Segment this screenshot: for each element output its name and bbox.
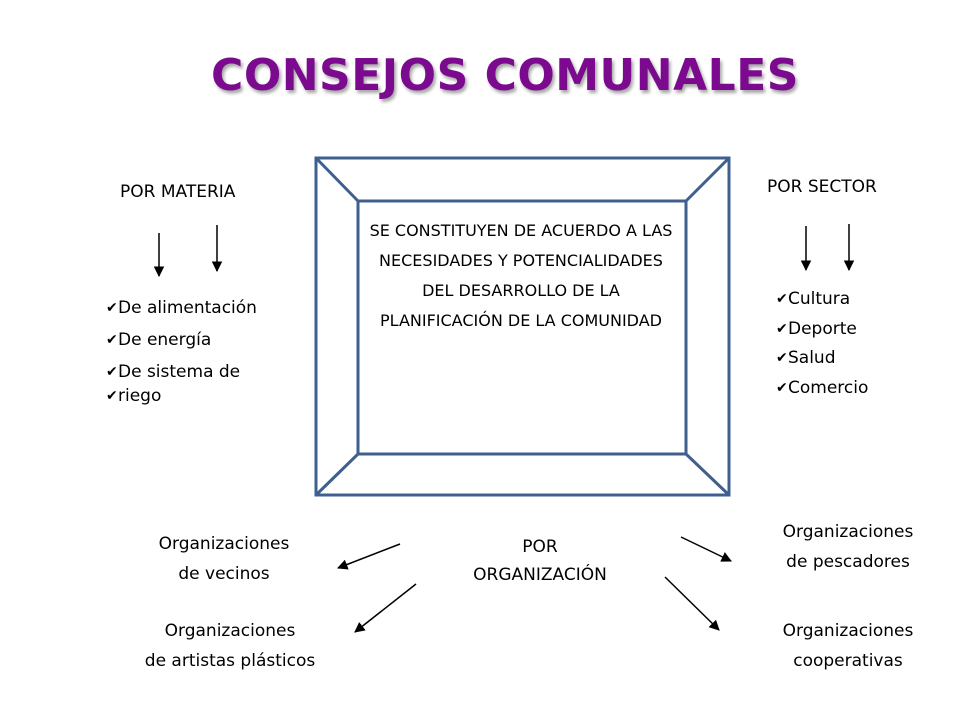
checkmark-icon: ✔ bbox=[776, 320, 788, 337]
materia-list: ✔De alimentación ✔De energía ✔De sistema… bbox=[106, 296, 257, 416]
frame-corner-tl bbox=[314, 156, 360, 203]
list-item: ✔De alimentación bbox=[106, 298, 257, 318]
page-title: CONSEJOS COMUNALES bbox=[211, 50, 799, 101]
frame-corner-tr bbox=[684, 156, 731, 203]
frame-inner bbox=[356, 199, 688, 456]
list-item: ✔Salud bbox=[776, 348, 836, 368]
por-organizacion-label: POR ORGANIZACIÓN bbox=[473, 537, 607, 585]
org-artistas: Organizaciones de artistas plásticos bbox=[144, 621, 316, 671]
por-materia-label: POR MATERIA bbox=[120, 182, 236, 202]
checkmark-icon: ✔ bbox=[776, 350, 788, 366]
org-arrow-vecinos bbox=[337, 543, 401, 570]
org-cooperativas: Organizaciones cooperativas bbox=[782, 621, 914, 671]
list-item: ✔De energía bbox=[106, 330, 212, 350]
frame-corner-bl bbox=[314, 452, 360, 497]
list-item: ✔Comercio bbox=[776, 377, 869, 398]
list-item: ✔riego bbox=[106, 386, 162, 406]
sector-list: ✔Cultura ✔Deporte ✔Salud ✔Comercio bbox=[776, 287, 868, 405]
center-frame bbox=[314, 156, 731, 497]
checkmark-icon: ✔ bbox=[106, 364, 118, 380]
checkmark-icon: ✔ bbox=[106, 388, 118, 404]
org-vecinos: Organizaciones de vecinos bbox=[158, 534, 290, 584]
list-item: ✔Deporte bbox=[776, 318, 857, 339]
org-arrow-artistas bbox=[354, 583, 417, 633]
checkmark-icon: ✔ bbox=[106, 332, 118, 348]
por-sector-label: POR SECTOR bbox=[767, 177, 877, 197]
checkmark-icon: ✔ bbox=[106, 300, 118, 316]
checkmark-icon: ✔ bbox=[776, 379, 788, 396]
org-pescadores: Organizaciones de pescadores bbox=[782, 522, 914, 572]
frame-outer bbox=[314, 156, 731, 497]
checkmark-icon: ✔ bbox=[776, 291, 788, 307]
org-arrow-pescadores bbox=[680, 536, 732, 562]
list-item: ✔Cultura bbox=[776, 289, 851, 309]
center-box-text: SE CONSTITUYEN DE ACUERDO A LAS NECESIDA… bbox=[369, 221, 673, 330]
org-arrow-cooperativas bbox=[664, 576, 720, 631]
list-item: ✔De sistema de bbox=[106, 362, 241, 382]
frame-corner-br bbox=[684, 452, 731, 497]
